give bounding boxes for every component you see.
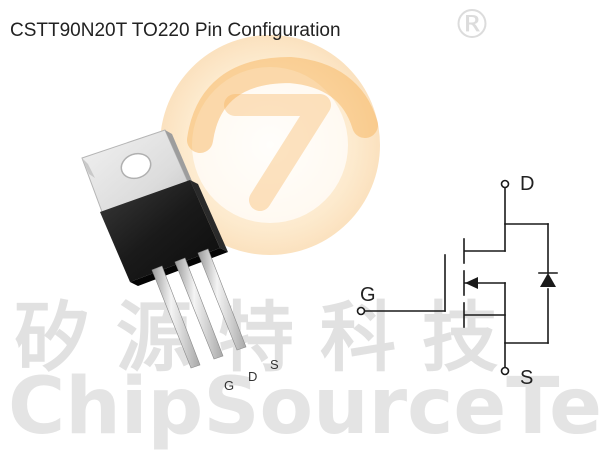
gate-arrow-icon	[465, 277, 478, 289]
gate-terminal	[356, 306, 366, 316]
watermark-english-text: ChipSourceTek	[8, 362, 600, 450]
watermark-chinese-text: 矽源特科技	[14, 293, 524, 382]
schematic-label-source: S	[520, 367, 533, 389]
drain-terminal	[500, 179, 510, 189]
body-diode-icon	[540, 273, 556, 287]
to220-package-illustration	[81, 129, 247, 369]
schematic-label-gate: G	[360, 284, 376, 306]
package-pin-label-drain: D	[248, 369, 258, 384]
mounting-hole	[120, 152, 152, 180]
page-title: CSTT90N20T TO220 Pin Configuration	[10, 20, 341, 41]
schematic-label-drain: D	[520, 173, 534, 195]
package-leads	[151, 248, 247, 369]
package-pin-label-gate: G	[224, 378, 235, 393]
source-terminal	[500, 366, 510, 376]
mosfet-schematic-symbol: D G S	[356, 173, 558, 389]
chipsourcetek-logo-watermark	[160, 35, 380, 255]
package-pin-label-source: S	[270, 357, 279, 372]
registered-trademark-icon: ®	[452, 2, 492, 48]
